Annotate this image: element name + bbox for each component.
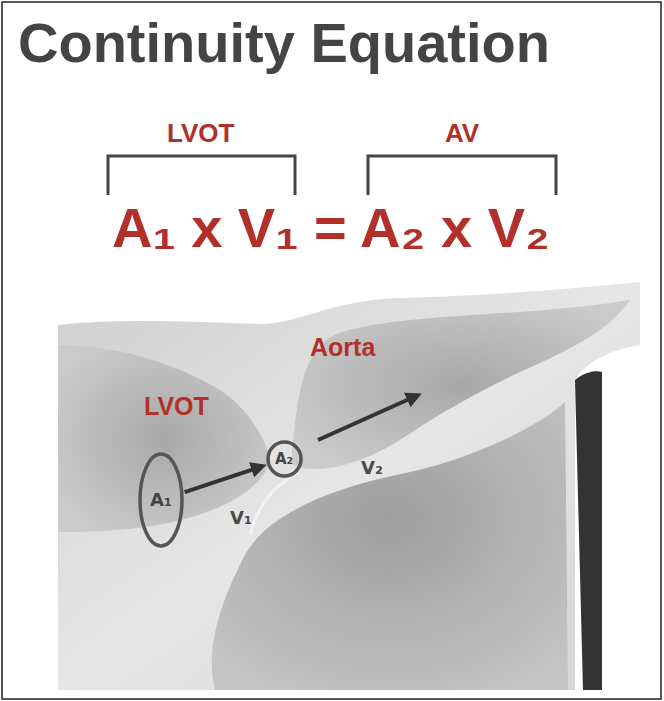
equation: A₁ x V₁ = A₂ x V₂ [112,197,550,259]
area-label: A₂ [275,451,293,468]
flow-arrow [185,467,261,492]
part-name: Aorta [310,334,375,362]
bracket-label: LVOT [167,119,234,148]
ellipse-shape [268,442,301,476]
lateral-wall [575,371,602,690]
lvot-lumen [58,345,270,532]
bracket-av [368,156,556,195]
ellipse-text-box: A₁ [150,490,172,510]
velocity-label: V₂ [361,458,383,478]
velocity-label: V₁ [230,508,252,528]
title: Continuity Equation [18,12,550,74]
valve-leaflet [250,478,290,535]
flow-arrow-aorta [318,396,416,440]
ellipse-text-box: A₂ [275,451,293,468]
part-name: LVOT [144,393,209,421]
bracket-label: AV [445,119,479,148]
ellipse-shape [140,454,182,546]
area-ellipse: A₂ [266,440,303,478]
bracket-lvot [108,156,295,195]
lv-chamber [212,402,568,690]
area-label: A₁ [150,490,172,510]
area-ellipse: A₁ [138,452,184,548]
heart-wall [58,282,640,690]
